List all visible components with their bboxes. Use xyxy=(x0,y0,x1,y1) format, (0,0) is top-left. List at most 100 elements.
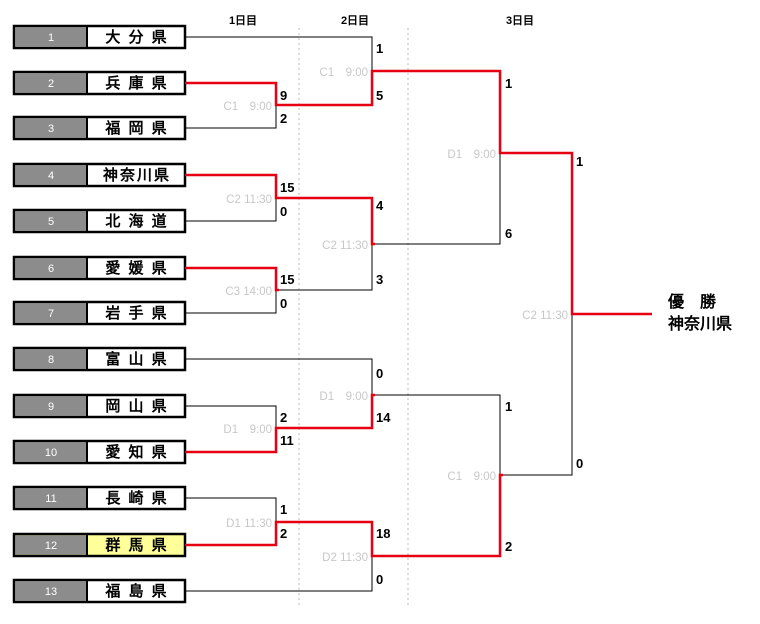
score: 1 xyxy=(505,399,512,414)
seed-box xyxy=(15,165,87,185)
team-row: 1 大 分 県 xyxy=(12,24,187,50)
match-slot: C2 11:30 xyxy=(226,194,272,206)
bracket-line xyxy=(185,105,277,129)
team-name: 岩 手 県 xyxy=(104,304,168,322)
match-slot: C2 11:30 xyxy=(522,310,568,322)
team-name: 福 岡 県 xyxy=(104,119,168,137)
score: 0 xyxy=(576,456,583,471)
winner-line xyxy=(185,266,279,292)
score: 6 xyxy=(505,226,512,241)
bracket-line xyxy=(375,394,501,475)
score: 1 xyxy=(576,154,583,169)
match-slot: C3 14:00 xyxy=(225,286,272,298)
score: 0 xyxy=(376,572,383,587)
score: 2 xyxy=(280,526,287,541)
score: 5 xyxy=(376,88,383,103)
winner-line xyxy=(503,151,652,316)
score: 2 xyxy=(280,410,287,425)
bracket-line xyxy=(185,198,277,222)
score: 2 xyxy=(280,111,287,126)
bracket-line xyxy=(185,290,277,314)
score: 0 xyxy=(280,296,287,311)
bracket-line xyxy=(185,556,373,592)
round-2-lines xyxy=(185,36,375,592)
score: 1 xyxy=(505,76,512,91)
team-row: 7 岩 手 県 xyxy=(12,300,187,326)
bracket-line xyxy=(185,36,373,71)
team-name: 群 馬 県 xyxy=(105,536,168,554)
score: 15 xyxy=(280,180,294,195)
round-1-lines xyxy=(185,81,279,547)
winner-line xyxy=(185,520,279,547)
winner-line xyxy=(185,81,279,107)
score: 18 xyxy=(376,526,390,541)
round-3-lines xyxy=(375,69,503,558)
score: 4 xyxy=(376,198,384,213)
day-label-2: 2日目 xyxy=(341,14,369,27)
team-name: 北 海 道 xyxy=(105,212,168,230)
score: 0 xyxy=(280,204,287,219)
score: 1 xyxy=(376,41,383,56)
seed-number: 12 xyxy=(45,540,57,552)
seed-box xyxy=(15,349,87,369)
winner-line xyxy=(375,473,503,558)
seed-number: 7 xyxy=(48,308,54,320)
team-name: 愛 媛 県 xyxy=(105,259,168,277)
seed-number: 11 xyxy=(45,493,56,505)
seed-box xyxy=(15,535,87,555)
winner-line xyxy=(279,393,375,430)
seed-box xyxy=(15,581,87,601)
bracket-line xyxy=(503,314,573,476)
team-row: 6 愛 媛 県 xyxy=(12,255,187,281)
team-name: 神奈川県 xyxy=(103,166,171,184)
match-slot: D1 9:00 xyxy=(447,149,496,161)
score: 15 xyxy=(280,272,294,287)
seed-box xyxy=(15,396,87,416)
team-row: 12 群 馬 県 xyxy=(12,532,187,558)
team-name: 富 山 県 xyxy=(105,350,168,368)
winner-line xyxy=(375,69,503,155)
seed-number: 8 xyxy=(48,354,54,366)
team-row: 4 神奈川県 xyxy=(12,162,187,188)
score: 2 xyxy=(505,539,512,554)
bracket-line xyxy=(185,497,277,522)
bracket-line xyxy=(185,358,373,395)
seed-box xyxy=(15,73,87,93)
bracket-line xyxy=(375,153,501,245)
bracket-line xyxy=(185,405,277,428)
seed-number: 6 xyxy=(48,263,54,275)
team-row: 11 長 崎 県 xyxy=(12,485,187,511)
seed-box xyxy=(15,118,87,138)
winner-line xyxy=(279,69,375,107)
seed-box xyxy=(15,258,87,278)
team-name: 長 崎 県 xyxy=(105,490,168,507)
match-slot: D1 11:30 xyxy=(226,518,272,530)
team-name: 兵 庫 県 xyxy=(105,74,168,92)
seed-number: 4 xyxy=(48,170,54,182)
match-slot: D1 9:00 xyxy=(223,424,272,436)
seed-number: 1 xyxy=(48,32,54,44)
match-slot: C1 9:00 xyxy=(447,471,496,483)
team-name: 岡 山 県 xyxy=(105,398,168,415)
score: 14 xyxy=(376,410,391,425)
champion-title: 優 勝 xyxy=(667,292,717,311)
match-slot: C2 11:30 xyxy=(322,240,368,252)
team-name: 愛 知 県 xyxy=(105,443,168,461)
team-row: 8 富 山 県 xyxy=(12,346,187,372)
team-name: 大 分 県 xyxy=(105,28,168,46)
champion-name: 神奈川県 xyxy=(668,314,732,333)
seed-number: 2 xyxy=(48,78,54,90)
winner-line xyxy=(185,426,279,454)
seed-box xyxy=(15,442,87,462)
match-slot: D1 9:00 xyxy=(319,391,368,403)
winner-line xyxy=(185,173,279,200)
team-row: 2 兵 庫 県 xyxy=(12,70,187,96)
day-label-1: 1日目 xyxy=(229,14,257,27)
score: 9 xyxy=(280,88,287,103)
match-slot: C1 9:00 xyxy=(319,67,368,79)
